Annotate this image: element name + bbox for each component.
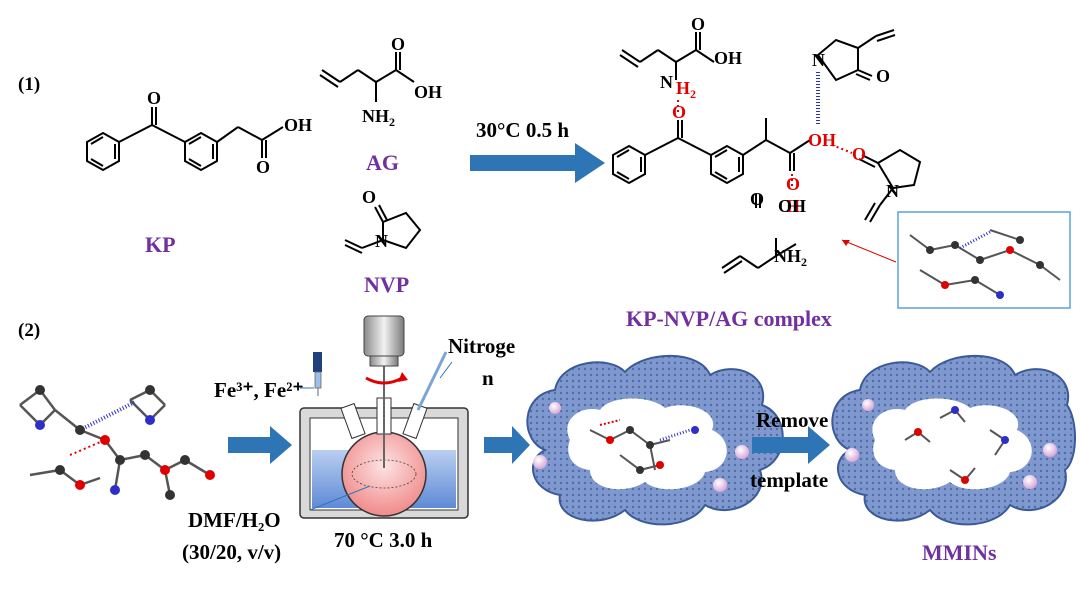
- imprinted-cloud: [526, 354, 784, 526]
- complex-labels: O OH N H2 O O H OH N O O N O OH NH2: [660, 14, 899, 269]
- kp-acid-oh: OH: [284, 115, 312, 135]
- nitrogen-label-line1: Nitroge: [448, 334, 516, 358]
- ag-label: AG: [366, 150, 399, 175]
- reaction-condition: 70 °C 3.0 h: [334, 528, 433, 552]
- remove-label-line2: template: [750, 468, 829, 492]
- nvp-o: O: [362, 187, 376, 207]
- svg-text:N: N: [812, 50, 825, 70]
- solvent-pointer: [309, 485, 371, 511]
- step-1-label: (1): [18, 74, 41, 95]
- svg-text:O: O: [691, 14, 705, 34]
- nitrogen-pointer: [439, 361, 453, 379]
- svg-text:O: O: [852, 144, 866, 164]
- svg-text:NH2: NH2: [774, 246, 807, 269]
- svg-text:N: N: [660, 72, 673, 92]
- iron-ions-label: Fe³⁺, Fe²⁺: [214, 378, 304, 402]
- arrow1-condition: 30°C 0.5 h: [476, 118, 569, 142]
- ag-structure: [319, 52, 415, 102]
- nvp-n: N: [375, 231, 388, 251]
- svg-text:O: O: [672, 102, 686, 122]
- solvent-label-line1: DMF/H₂O: [188, 508, 281, 532]
- arrow-to-reactor: [228, 426, 292, 464]
- ag-nh2: NH2: [362, 106, 395, 129]
- svg-text:OH: OH: [778, 196, 806, 216]
- nvp-structure: [344, 204, 422, 254]
- svg-text:O: O: [876, 66, 890, 86]
- svg-text:H: H: [786, 196, 800, 216]
- complex-3d-left: [19, 385, 215, 500]
- mmins-label: MMINs: [922, 540, 997, 565]
- inset-pointer: [841, 239, 897, 263]
- svg-text:OH: OH: [714, 48, 742, 68]
- ag-oh: OH: [414, 82, 442, 102]
- svg-text:N: N: [886, 181, 899, 201]
- remove-label-line1: Remove: [756, 408, 829, 432]
- reaction-arrow-1: [470, 143, 605, 183]
- complex-3d-inset: [897, 211, 1071, 309]
- kp-acid-o: O: [256, 157, 270, 177]
- kp-structure: [86, 107, 284, 172]
- complex-label: KP-NVP/AG complex: [626, 306, 832, 331]
- hydrogen-bonds: [677, 100, 853, 188]
- kp-ketone-o: O: [147, 88, 161, 108]
- svg-text:OH: OH: [808, 130, 836, 150]
- svg-text:O: O: [750, 189, 764, 209]
- solvent-label-line2: (30/20, v/v): [182, 540, 282, 564]
- kp-label: KP: [145, 232, 176, 257]
- reactor-setup: [299, 315, 469, 519]
- svg-text:H2: H2: [676, 78, 696, 101]
- svg-text:O: O: [786, 174, 800, 194]
- arrow-to-cloud: [484, 426, 530, 464]
- complex-structure: [612, 29, 922, 274]
- mmins-cloud: [831, 354, 1076, 526]
- nitrogen-label-line2: n: [482, 366, 494, 390]
- ag-o: O: [391, 34, 405, 54]
- remove-template-arrow: [752, 426, 830, 464]
- step-2-label: (2): [18, 320, 41, 341]
- nvp-label: NVP: [364, 272, 410, 297]
